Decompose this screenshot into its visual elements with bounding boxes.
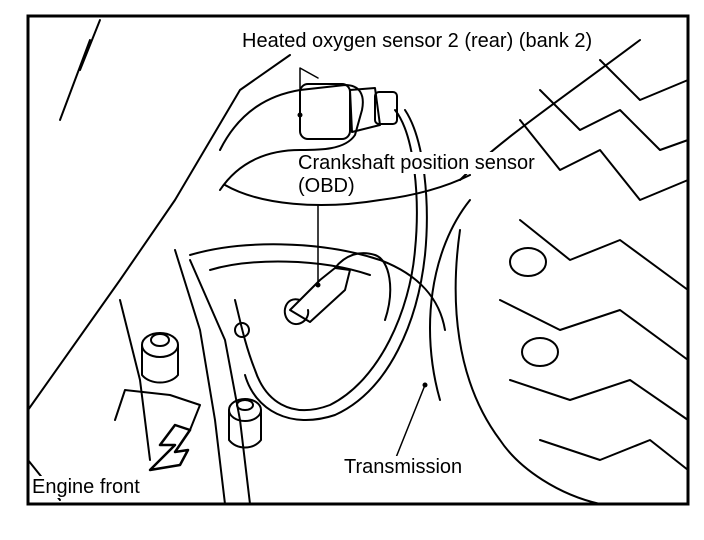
frame-line-2 — [59, 39, 91, 121]
transmission-boss-1 — [509, 247, 547, 277]
leader-dot-crank — [315, 282, 321, 288]
exhaust-pipe-lower — [224, 174, 471, 206]
transmission-rib-1 — [519, 119, 689, 201]
engine-lower-3 — [119, 299, 151, 461]
transmission-boss-2 — [521, 337, 559, 367]
transmission-housing-2 — [454, 229, 601, 505]
flywheel-inner — [209, 260, 371, 276]
o2-sensor-plug — [374, 91, 398, 125]
label-oxygen-sensor: Heated oxygen sensor 2 (rear) (bank 2) — [240, 30, 595, 52]
crankshaft-sensor-flange — [283, 298, 310, 326]
bracket — [114, 389, 201, 431]
engine-front-arrow — [148, 423, 192, 472]
leader-dot-trans — [422, 382, 428, 388]
crankshaft-sensor — [289, 267, 351, 323]
o2-sensor-body — [299, 83, 351, 140]
label-engine-front: Engine front — [30, 476, 142, 498]
crank-sensor-cable — [334, 252, 392, 321]
diagram-border — [26, 14, 690, 506]
leader-o2-sensor — [299, 67, 319, 116]
engine-lower-2 — [189, 259, 251, 505]
transmission-rib-7 — [599, 59, 689, 101]
exhaust-pipe — [219, 84, 364, 191]
sensor-harness — [234, 109, 418, 411]
frame-line-1 — [79, 19, 101, 71]
bolt-lower — [228, 398, 262, 449]
label-crankshaft-sensor: Crankshaft position sensor — [296, 152, 537, 174]
transmission-rib-3 — [519, 219, 689, 291]
leader-transmission — [394, 384, 426, 461]
transmission-rib-5 — [509, 379, 689, 421]
label-transmission: Transmission — [342, 456, 465, 478]
engine-lower-1 — [174, 249, 226, 505]
engine-block-edge — [27, 54, 291, 411]
transmission-rib-4 — [499, 299, 689, 361]
flywheel-edge — [189, 243, 446, 331]
bolt-upper — [141, 332, 179, 384]
leader-dot-o2 — [297, 112, 303, 118]
transmission-rib-2 — [539, 89, 689, 151]
harness-clip — [234, 322, 250, 338]
transmission-rib-6 — [539, 439, 689, 471]
sensor-harness-2 — [244, 109, 428, 421]
label-crankshaft-sensor-obd: (OBD) — [298, 175, 355, 197]
transmission-bellhousing — [429, 199, 471, 401]
